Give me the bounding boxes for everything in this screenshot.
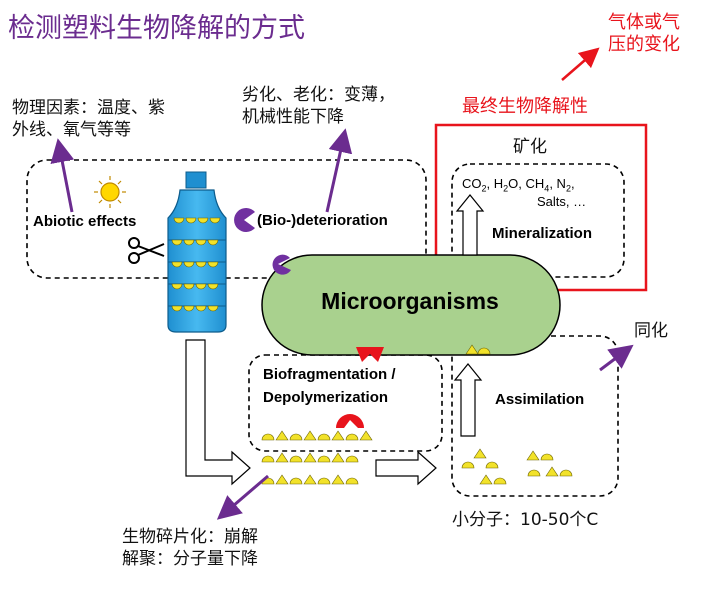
deterioration-desc-line-1: 劣化、老化：变薄， [242, 85, 395, 105]
gas-change-line-1: 气体或气 [608, 12, 680, 33]
fragmentation-desc-text: 生物碎片化：崩解 解聚：分子量下降 [122, 526, 258, 570]
ch4-text: CH [525, 176, 545, 191]
h2o-text: H [493, 176, 504, 191]
deterioration-desc-text: 劣化、老化：变薄， 机械性能下降 [242, 84, 395, 128]
ch4-sub: 4 [544, 183, 550, 194]
red-enzyme-icon [356, 347, 384, 362]
process-arrow-icon [453, 363, 483, 437]
arrow-icon [561, 47, 600, 81]
n2-sub: 2 [565, 183, 571, 194]
gas-change-text: 气体或气 压的变化 [608, 12, 680, 56]
mineralization-cn-label: 矿化 [513, 137, 547, 157]
arrow-icon [50, 138, 75, 213]
assimilation-cn-label: 同化 [634, 321, 668, 341]
fragmentation-desc-line-2: 解聚：分子量下降 [122, 549, 258, 569]
microorganisms-label: Microorganisms [321, 288, 499, 314]
biofragmentation-box [248, 354, 443, 452]
pacman-enzyme-icon [234, 208, 255, 232]
microorganisms-capsule [261, 254, 561, 356]
deterioration-desc-line-2: 机械性能下降 [242, 107, 344, 127]
mineralization-label: Mineralization [492, 225, 593, 242]
red-enzyme-icon [336, 414, 364, 428]
deterioration-label: (Bio-)deterioration [257, 212, 388, 229]
co2-sub: 2 [481, 183, 487, 194]
plastic-bottle-icon [167, 171, 227, 333]
n2-text: N [556, 176, 566, 191]
fragmentation-label-1: Biofragmentation / [263, 366, 396, 383]
arrow-icon [325, 128, 353, 213]
arrow-icon [216, 474, 269, 520]
process-arrow-icon [185, 339, 251, 486]
sun-icon [94, 176, 126, 208]
co2-text: CO [462, 176, 482, 191]
h2o-tail: O [508, 176, 519, 191]
page-title: 检测塑料生物降解的方式 [8, 13, 305, 44]
physical-factors-text: 物理因素：温度、紫 外线、氧气等等 [12, 97, 165, 141]
physical-factors-line-1: 物理因素：温度、紫 [12, 98, 165, 118]
gas-change-line-2: 压的变化 [608, 34, 680, 55]
mineral-products: CO2, H2O, CH4, N2, [462, 176, 575, 194]
process-arrow-icon [375, 450, 437, 486]
polymer-fragments [261, 430, 373, 485]
h2o-sub: 2 [503, 183, 509, 194]
scissors-icon [128, 237, 165, 264]
small-molecules-text: 小分子：10-50个C [452, 510, 599, 530]
fragmentation-label-2: Depolymerization [263, 389, 389, 406]
physical-factors-line-2: 外线、氧气等等 [12, 120, 131, 140]
arrow-icon [599, 344, 634, 372]
process-arrow-icon [455, 194, 485, 256]
salts-text: Salts, … [537, 194, 587, 209]
fragmentation-desc-line-1: 生物碎片化：崩解 [122, 527, 258, 547]
ultimate-biodegradability-text: 最终生物降解性 [462, 96, 588, 117]
pacman-enzyme-icon [272, 254, 291, 275]
assimilation-label: Assimilation [495, 391, 585, 408]
small-molecules [461, 344, 573, 485]
abiotic-effects-label: Abiotic effects [33, 213, 137, 230]
